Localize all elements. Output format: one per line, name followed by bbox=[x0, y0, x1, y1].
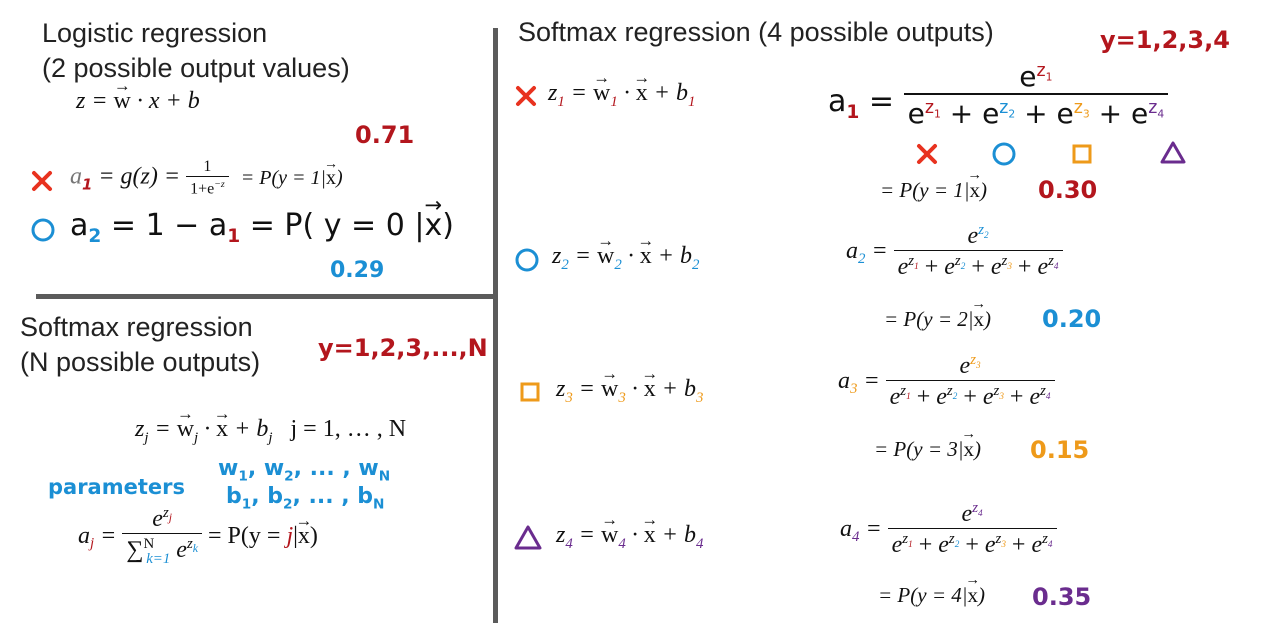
triangle-icon bbox=[1160, 141, 1186, 164]
softmax-n-subtitle: (N possible outputs) bbox=[20, 347, 261, 377]
p2-equation: = P(y = 2|x) bbox=[884, 307, 991, 332]
square-icon bbox=[1072, 144, 1092, 164]
b-parameters: b1, b2, ... , bN bbox=[226, 484, 385, 513]
a4-softmax-equation: a4 = ez4 ez1 + ez2 + ez3 + ez4 bbox=[840, 500, 1057, 559]
p3-equation: = P(y = 3|x) bbox=[874, 437, 981, 462]
cross-icon bbox=[917, 144, 937, 164]
a1-equation: a1 = g(z) = 1 1+e−z = P(y = 1|x) bbox=[70, 158, 343, 198]
a2-softmax-fraction: ez2 ez1 + ez2 + ez3 + ez4 bbox=[893, 222, 1063, 281]
z1-equation: z1 = w1 · x + b1 bbox=[548, 80, 695, 111]
logistic-title: Logistic regression bbox=[42, 18, 268, 48]
cross-icon bbox=[32, 171, 52, 191]
a2-value-annotation: 0.29 bbox=[330, 258, 385, 283]
z3-equation: z3 = w3 · x + b3 bbox=[556, 376, 703, 407]
logistic-z-equation: z = w · x + b bbox=[76, 88, 200, 115]
aj-fraction: ezj ∑Nk=1 ezk bbox=[122, 505, 203, 568]
a3-softmax-fraction: ez3 ez1 + ez2 + ez3 + ez4 bbox=[885, 352, 1055, 411]
p4-value: 0.35 bbox=[1032, 583, 1092, 611]
circle-icon bbox=[992, 142, 1016, 166]
a1-softmax-equation: a1 = ez1 ez1 + ez2 + ez3 + ez4 bbox=[828, 60, 1169, 130]
a3-softmax-equation: a3 = ez3 ez1 + ez2 + ez3 + ez4 bbox=[838, 352, 1055, 411]
p1-equation: = P(y = 1|x) bbox=[880, 178, 987, 203]
softmax-4-title: Softmax regression (4 possible outputs) bbox=[518, 17, 994, 47]
a4-softmax-fraction: ez4 ez1 + ez2 + ez3 + ez4 bbox=[887, 500, 1057, 559]
logistic-subtitle: (2 possible output values) bbox=[42, 53, 350, 83]
circle-icon bbox=[31, 218, 55, 242]
a1-value-annotation: 0.71 bbox=[355, 121, 415, 149]
p4-equation: = P(y = 4|x) bbox=[878, 583, 985, 608]
horizontal-divider bbox=[36, 294, 496, 299]
aj-equation: aj = ezj ∑Nk=1 ezk = P(y = j|x) bbox=[78, 505, 318, 568]
p2-value: 0.20 bbox=[1042, 305, 1102, 333]
parameters-label: parameters bbox=[48, 475, 185, 499]
a1-softmax-fraction: ez1 ez1 + ez2 + ez3 + ez4 bbox=[903, 60, 1169, 130]
cross-icon bbox=[516, 86, 536, 106]
softmax-n-title: Softmax regression bbox=[20, 312, 253, 342]
square-icon bbox=[520, 382, 540, 402]
a2-equation: a2 = 1 − a1 = P( y = 0 |x) bbox=[70, 208, 454, 247]
z4-equation: z4 = w4 · x + b4 bbox=[556, 522, 703, 553]
p1-value: 0.30 bbox=[1038, 176, 1098, 204]
circle-icon bbox=[515, 248, 539, 272]
w-vector: w bbox=[114, 88, 131, 115]
vertical-divider bbox=[493, 28, 498, 623]
softmax-4-y-range: y=1,2,3,4 bbox=[1100, 26, 1230, 54]
a2-softmax-equation: a2 = ez2 ez1 + ez2 + ez3 + ez4 bbox=[846, 222, 1063, 281]
triangle-icon bbox=[514, 525, 542, 550]
sigmoid-fraction: 1 1+e−z bbox=[186, 158, 229, 198]
w-parameters: w1, w2, ... , wN bbox=[218, 456, 391, 485]
p3-value: 0.15 bbox=[1030, 436, 1090, 464]
softmax-n-y-range: y=1,2,3,...,N bbox=[318, 334, 488, 362]
zj-equation: zj = wj · x + bj j = 1, … , N bbox=[135, 416, 406, 447]
z2-equation: z2 = w2 · x + b2 bbox=[552, 243, 699, 274]
